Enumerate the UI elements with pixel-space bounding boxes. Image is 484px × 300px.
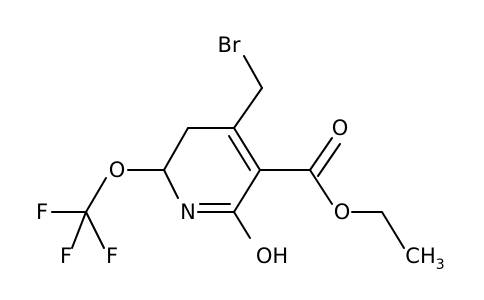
atom-f1: F: [36, 200, 48, 224]
bond-c6-n: [163, 169, 179, 199]
bonds: [51, 55, 405, 249]
bond-cf3-f3: [85, 211, 105, 249]
bond-cf3-f2: [71, 211, 87, 249]
atom-o-ester: O: [334, 200, 351, 224]
bond-c2-c3: [233, 169, 261, 213]
bond-ch2-ch3: [381, 211, 405, 249]
bond-ch2-c4: [233, 87, 263, 129]
atom-ch3-subscript: 3: [436, 257, 445, 273]
bond-c3-c4-inner: [228, 135, 251, 171]
atom-o-ether: O: [109, 158, 126, 182]
bond-c-o-carbonyl-inner: [317, 143, 341, 177]
bond-o-cf3: [85, 177, 107, 213]
bond-c2-oh: [233, 211, 251, 239]
bond-c3-c4: [233, 127, 261, 171]
atom-o-carbonyl: O: [332, 116, 349, 140]
atom-ch3: CH3: [405, 244, 444, 273]
atom-oh: OH: [256, 244, 288, 268]
atom-ch3-main: CH: [405, 244, 435, 268]
bond-br-ch2: [243, 55, 263, 89]
bond-c-o-carbonyl: [309, 137, 333, 171]
atom-n: N: [180, 200, 196, 224]
atom-br: Br: [217, 33, 240, 57]
bond-c-o-ester: [309, 169, 333, 205]
bond-c5-c6: [163, 127, 189, 171]
atom-labels: Br O F F F N OH O O CH3: [36, 33, 445, 273]
atom-f3: F: [106, 244, 118, 268]
atom-f2: F: [60, 244, 72, 268]
